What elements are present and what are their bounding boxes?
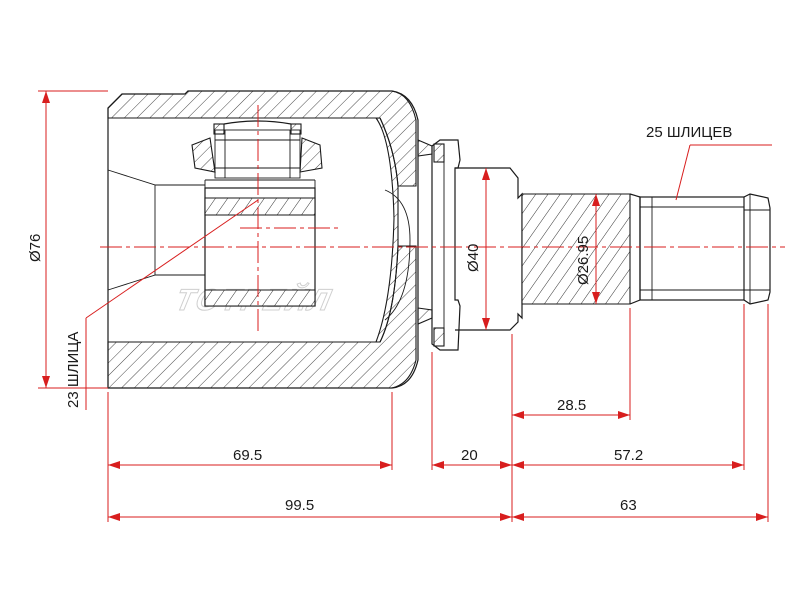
outer-diameter-label: Ø76 [27, 234, 44, 262]
total-housing-label: 99.5 [285, 497, 314, 514]
housing [107, 90, 419, 389]
outer-splines-label: 25 ШЛИЦЕВ [646, 124, 732, 141]
center-lines [100, 105, 785, 335]
neck-length-label: 20 [461, 447, 478, 464]
tripod-assembly [191, 120, 323, 307]
dim-spline-length: 28.5 [512, 397, 630, 419]
dim-spline-diameter: Ø26.95 [575, 194, 600, 304]
spline-length-label: 28.5 [557, 397, 586, 414]
dim-flange-diameter: Ø40 [465, 168, 490, 330]
flange-diameter-label: Ø40 [465, 244, 482, 272]
total-shaft-label: 63 [620, 497, 637, 514]
neck [417, 139, 523, 351]
extension-lines [107, 304, 769, 522]
dim-row-bottom: 99.5 63 [108, 497, 768, 521]
dim-outer-diameter: Ø76 [27, 90, 108, 389]
housing-length-label: 69.5 [233, 447, 262, 464]
inner-splines-label: 23 ШЛИЦА [65, 332, 82, 408]
dim-row-middle: 69.5 20 57.2 [108, 447, 744, 469]
inner-splines-callout: 23 ШЛИЦА [65, 199, 259, 410]
shaft-length-label: 57.2 [614, 447, 643, 464]
outer-splines-callout: 25 ШЛИЦЕВ [646, 124, 772, 201]
spline-diameter-label: Ø26.95 [575, 236, 592, 285]
shaft [521, 193, 771, 305]
